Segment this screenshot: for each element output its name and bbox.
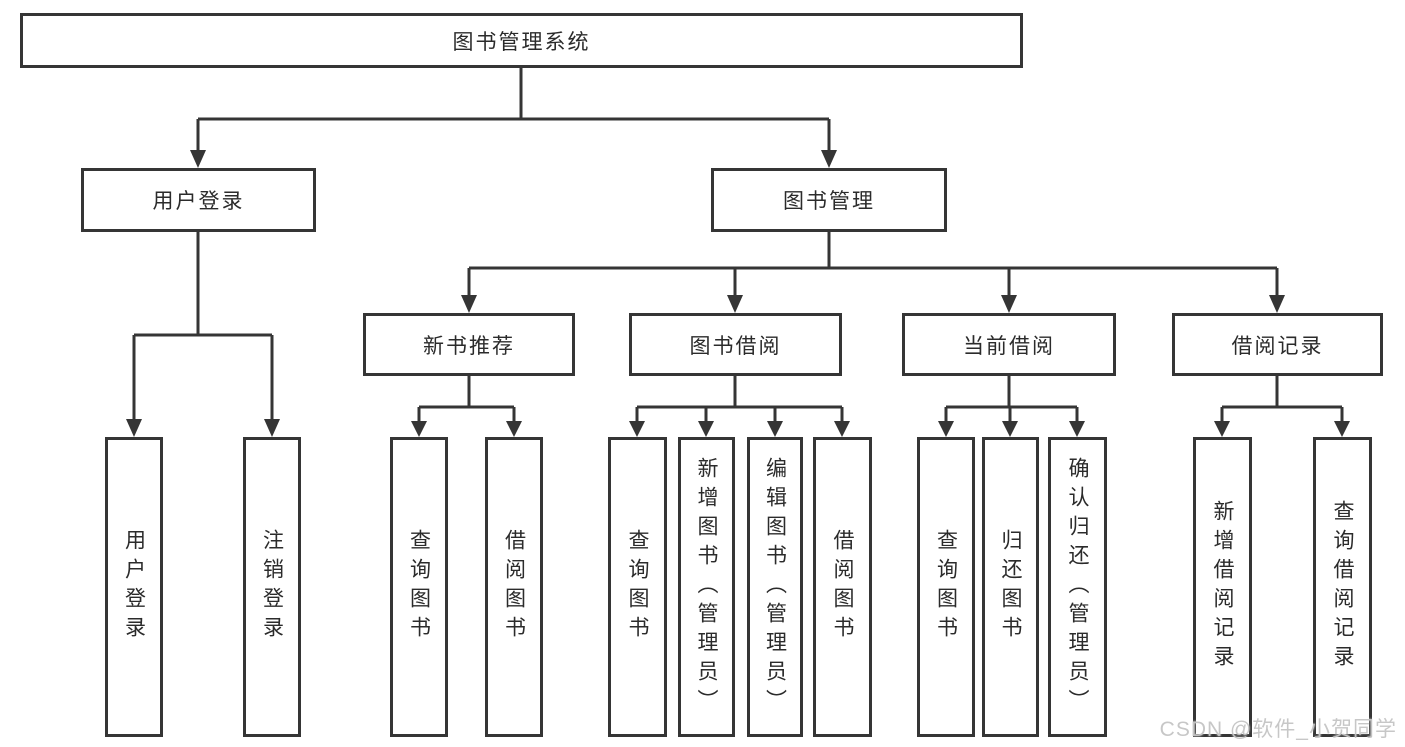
leaf-query-books-current: 查询图书 [917, 437, 975, 737]
leaf-query-books-borrowing-label: 查询图书 [626, 529, 649, 645]
leaf-borrow-books-borrowing: 借阅图书 [813, 437, 872, 737]
leaf-confirm-return-admin-label: 确认归还（管理员） [1066, 456, 1089, 718]
leaf-query-books-recommend-label: 查询图书 [407, 529, 431, 645]
leaf-logout-label: 注销登录 [260, 529, 284, 645]
leaf-borrow-books-recommend: 借阅图书 [485, 437, 543, 737]
node-user-login-label: 用户登录 [152, 190, 245, 213]
leaf-user-login: 用户登录 [105, 437, 163, 737]
leaf-add-borrow-record-label: 新增借阅记录 [1211, 500, 1234, 674]
leaf-query-books-current-label: 查询图书 [934, 529, 958, 645]
node-book-borrowing: 图书借阅 [629, 313, 842, 376]
leaf-add-borrow-record: 新增借阅记录 [1193, 437, 1252, 737]
leaf-return-books-label: 归还图书 [999, 529, 1022, 645]
leaf-logout: 注销登录 [243, 437, 301, 737]
node-library-system-label: 图书管理系统 [452, 30, 591, 54]
node-current-borrowing: 当前借阅 [902, 313, 1116, 376]
leaf-query-books-borrowing: 查询图书 [608, 437, 667, 737]
node-book-management: 图书管理 [711, 168, 947, 232]
node-user-login: 用户登录 [81, 168, 316, 232]
watermark: CSDN @软件_小贺同学 [1159, 718, 1397, 741]
node-new-book-recommendation-label: 新书推荐 [423, 334, 515, 358]
leaf-query-borrow-record: 查询借阅记录 [1313, 437, 1372, 737]
node-borrowing-records-label: 借阅记录 [1231, 334, 1324, 358]
leaf-borrow-books-recommend-label: 借阅图书 [502, 529, 526, 645]
leaf-borrow-books-borrowing-label: 借阅图书 [831, 529, 854, 645]
leaf-user-login-label: 用户登录 [122, 529, 146, 645]
leaf-return-books: 归还图书 [982, 437, 1039, 737]
leaf-add-book-admin: 新增图书（管理员） [678, 437, 735, 737]
leaf-add-book-admin-label: 新增图书（管理员） [695, 456, 718, 718]
leaf-query-books-recommend: 查询图书 [390, 437, 448, 737]
leaf-edit-book-admin: 编辑图书（管理员） [747, 437, 803, 737]
node-new-book-recommendation: 新书推荐 [363, 313, 575, 376]
node-book-borrowing-label: 图书借阅 [689, 334, 782, 358]
leaf-query-borrow-record-label: 查询借阅记录 [1331, 500, 1354, 674]
node-library-system: 图书管理系统 [20, 13, 1023, 68]
node-borrowing-records: 借阅记录 [1172, 313, 1383, 376]
leaf-confirm-return-admin: 确认归还（管理员） [1048, 437, 1107, 737]
node-book-management-label: 图书管理 [783, 190, 875, 213]
leaf-edit-book-admin-label: 编辑图书（管理员） [763, 456, 787, 718]
node-current-borrowing-label: 当前借阅 [963, 334, 1055, 358]
